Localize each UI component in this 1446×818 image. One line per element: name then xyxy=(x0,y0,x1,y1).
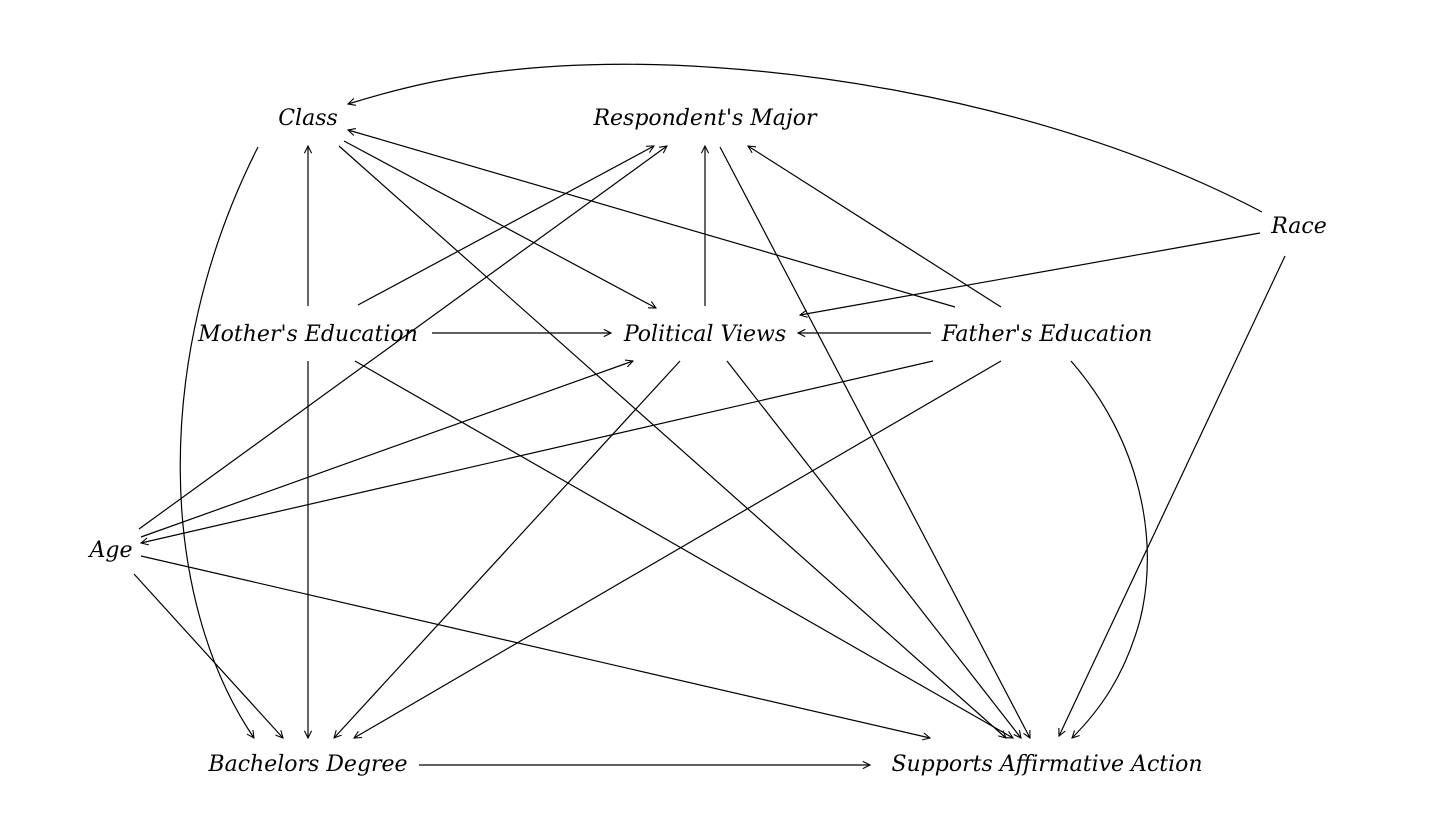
edge-mother-to-major xyxy=(357,146,654,306)
node-supports-affirmative-action[interactable]: Supports Affirmative Action xyxy=(891,752,1202,777)
edge-political-to-supports xyxy=(726,360,1021,738)
edge-father-to-class xyxy=(348,130,956,308)
node-political-views[interactable]: Political Views xyxy=(623,322,786,347)
node-fathers-education[interactable]: Father's Education xyxy=(941,322,1153,347)
edge-age-to-supports xyxy=(140,555,930,738)
edge-race-to-class xyxy=(348,63,1263,213)
node-mothers-education[interactable]: Mother's Education xyxy=(197,322,418,347)
edge-race-to-supports xyxy=(1059,255,1286,736)
edge-father-to-major xyxy=(748,146,1002,308)
node-respondents-major[interactable]: Respondent's Major xyxy=(592,106,818,131)
node-race[interactable]: Race xyxy=(1270,214,1327,239)
edge-age-to-bachelors xyxy=(133,573,283,738)
edge-class-to-supports xyxy=(338,145,1006,738)
edge-class-to-bachelors xyxy=(179,146,259,738)
edge-age-to-political xyxy=(140,361,633,538)
node-class[interactable]: Class xyxy=(278,106,338,131)
nodes-layer: Class Respondent's Major Race Mother's E… xyxy=(88,106,1327,777)
edge-major-to-supports xyxy=(719,146,1030,738)
edge-father-to-bachelors xyxy=(354,360,1002,738)
edge-class-to-political xyxy=(343,140,656,308)
edge-age-to-major xyxy=(138,146,667,530)
edge-father-to-supports xyxy=(1070,360,1148,738)
edges-layer xyxy=(133,63,1286,765)
node-bachelors-degree[interactable]: Bachelors Degree xyxy=(207,752,407,777)
edge-political-to-bachelors xyxy=(334,360,681,738)
edge-father-to-age xyxy=(141,360,934,543)
node-age[interactable]: Age xyxy=(88,538,133,563)
edge-race-to-political xyxy=(800,232,1261,315)
edge-mother-to-supports xyxy=(354,360,1013,738)
